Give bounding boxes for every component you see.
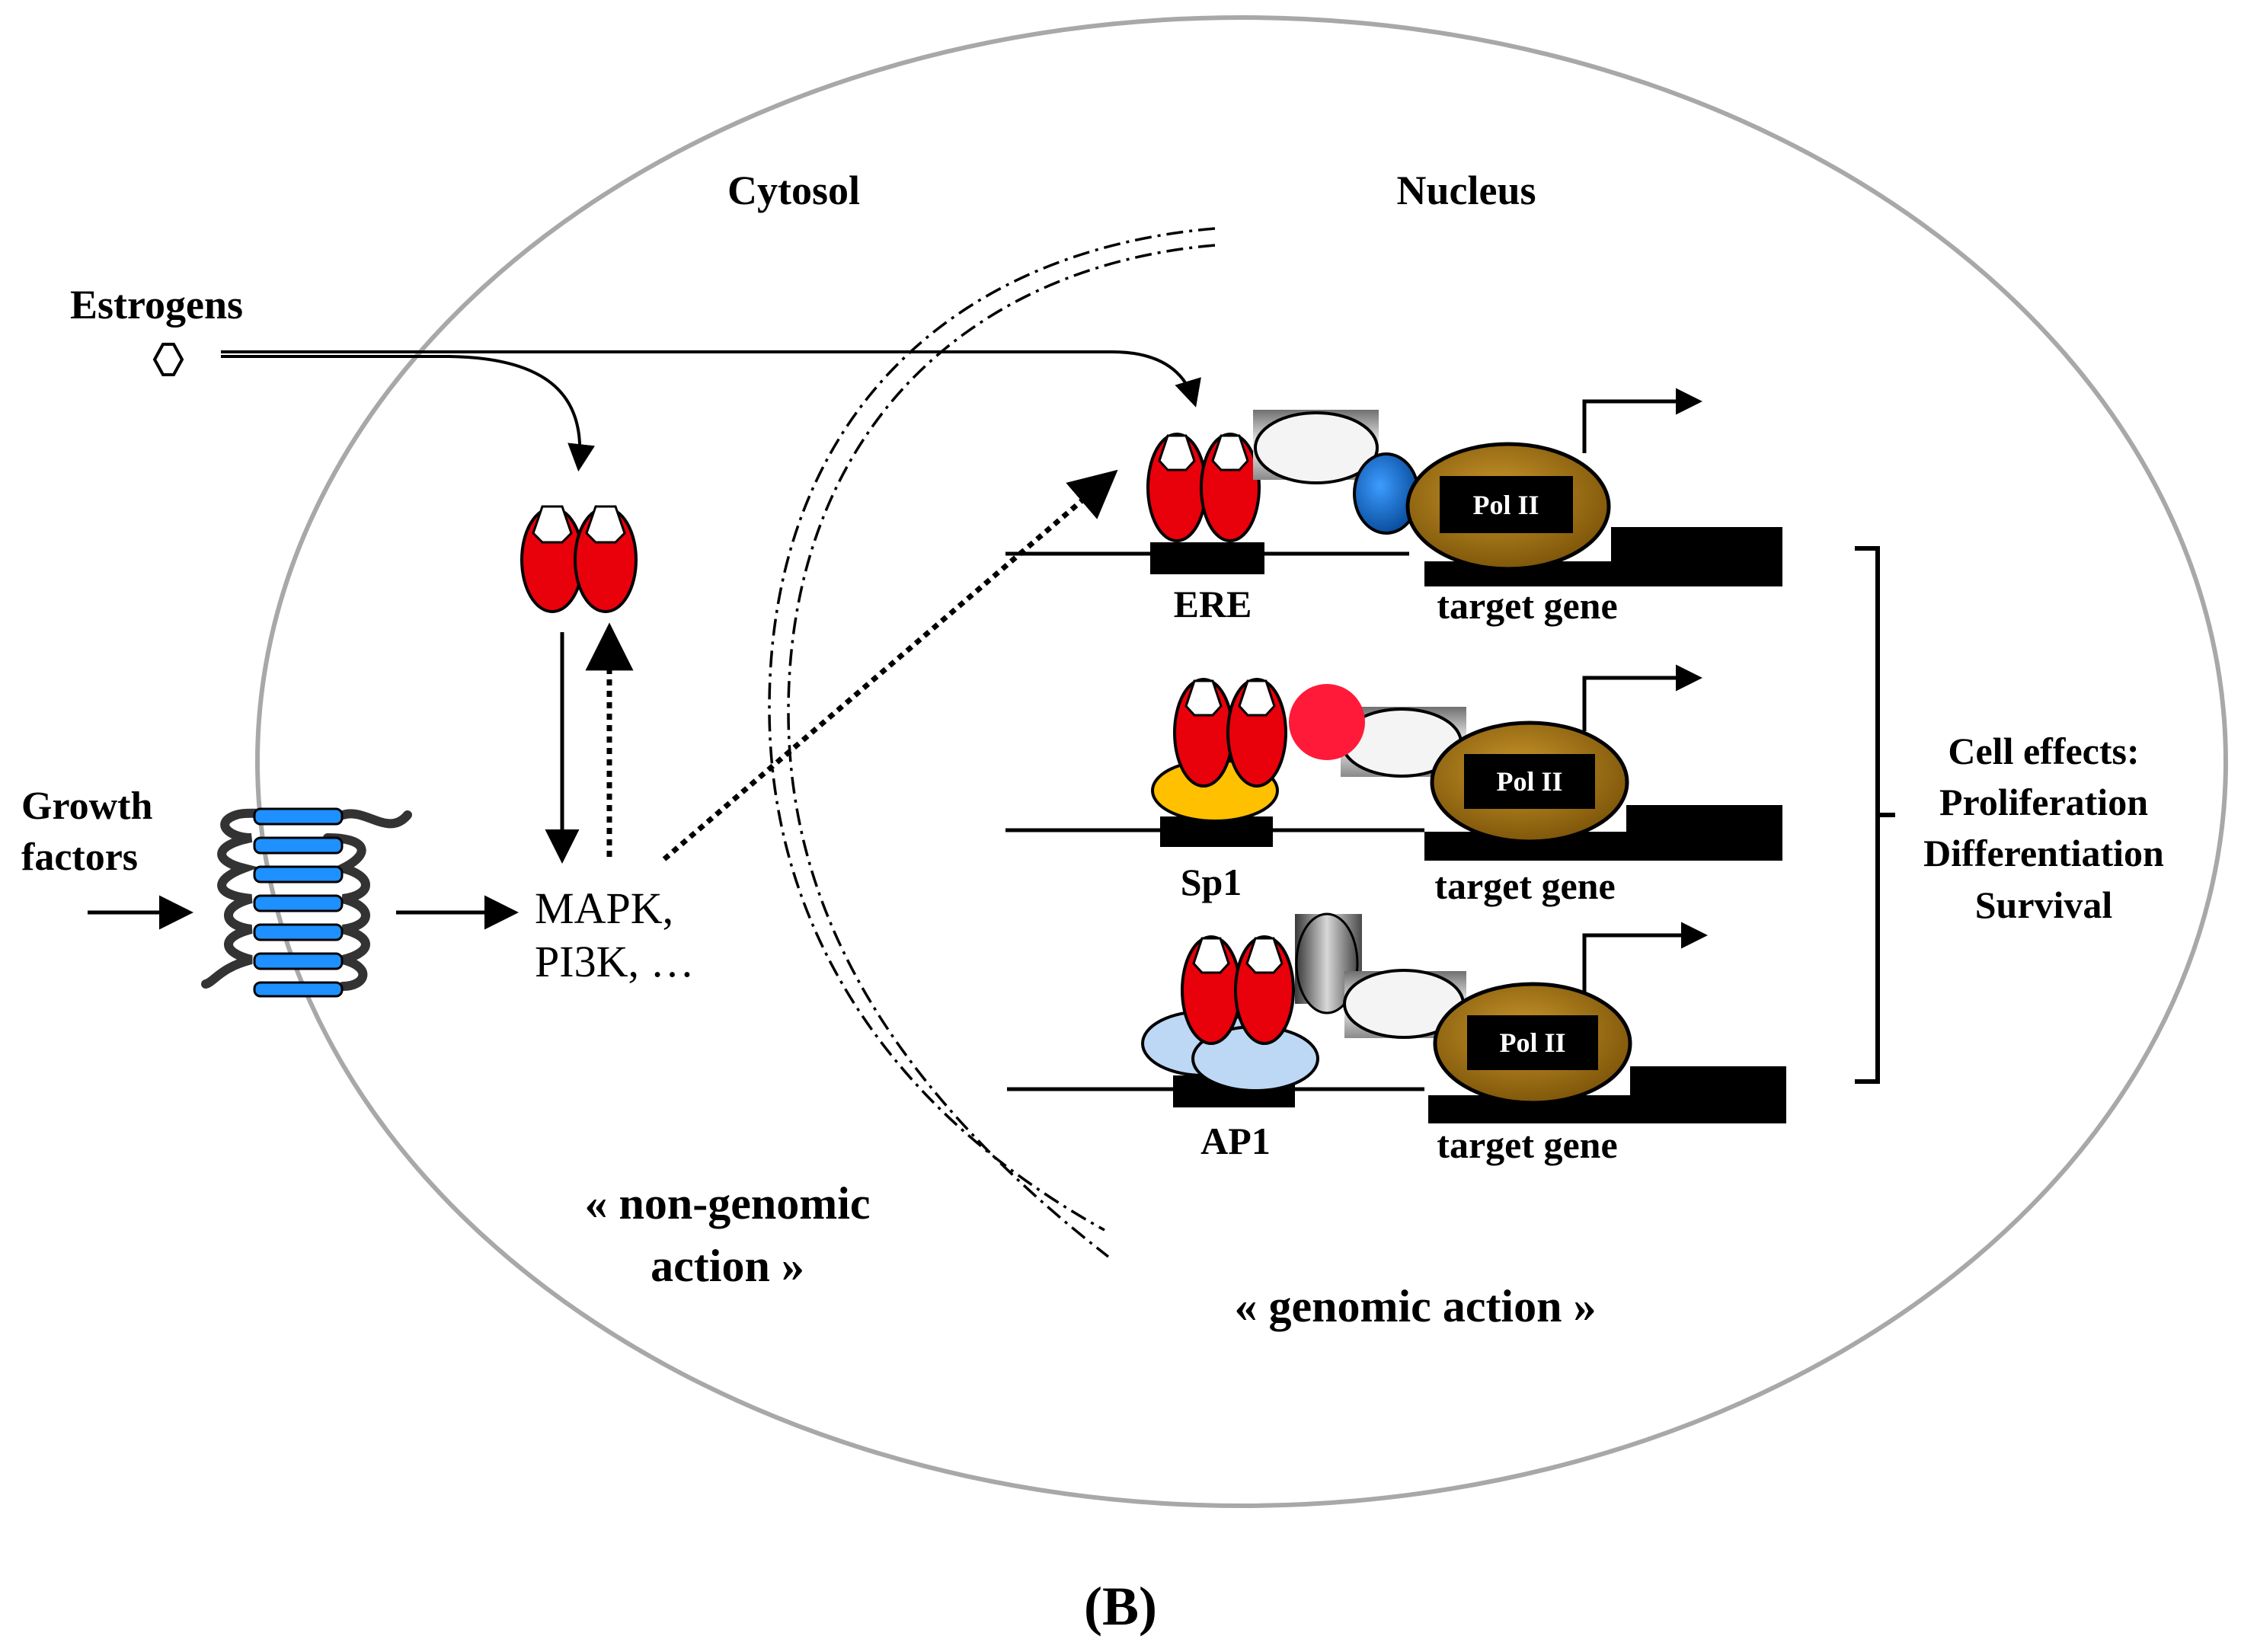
cytosolic-receptor-dimer (520, 505, 638, 613)
nuclear-envelope (768, 227, 1216, 1258)
growth-factors-label-line2: factors (21, 836, 138, 879)
sp1-red-coactivator (1289, 684, 1365, 760)
ap1-target-gene-label: target gene (1437, 1123, 1617, 1166)
estrogen-molecule-icon (152, 343, 184, 376)
ere-target-gene-label: target gene (1437, 584, 1617, 627)
non-genomic-action-label-line2: action » (651, 1241, 804, 1291)
ere-dna-element (1150, 542, 1264, 574)
cytosol-label: Cytosol (727, 168, 860, 213)
cell-effect-survival: Survival (1975, 884, 2113, 926)
ere-pol-ii-label: Pol II (1472, 490, 1539, 520)
estrogen-to-nucleus-arrow (221, 350, 1201, 407)
estrogens-label: Estrogens (70, 282, 243, 328)
cell-effect-differentiation: Differentiation (1923, 832, 2164, 874)
cell-effects-title: Cell effects: (1948, 730, 2139, 772)
growth-factors-label-line1: Growth (21, 784, 152, 828)
sp1-label: Sp1 (1181, 861, 1242, 903)
panel-label: (B) (1084, 1576, 1157, 1637)
sp1-target-gene-label: target gene (1434, 864, 1615, 907)
non-genomic-action-label-line1: « non-genomic (585, 1178, 871, 1229)
ap1-pol-ii-label: Pol II (1499, 1027, 1565, 1058)
kinases-label-line2: PI3K, … (535, 937, 694, 986)
membrane-receptor-icon (201, 807, 412, 998)
ap1-label: AP1 (1200, 1120, 1271, 1162)
ap1-row: Pol II AP1 target gene (1007, 912, 1786, 1166)
kinases-label-line1: MAPK, (535, 884, 673, 933)
cell-membrane (255, 15, 2228, 1508)
ere-row: Pol II ERE target gene (1005, 388, 1782, 627)
kinase-to-nucleus-dotted-arrow (662, 469, 1118, 861)
cell-effect-proliferation: Proliferation (1939, 781, 2148, 823)
estrogen-to-cytosolic-receptor-arrow (221, 355, 595, 472)
cell-effects-bracket (1855, 546, 1895, 1084)
nucleus-label: Nucleus (1396, 168, 1536, 213)
genomic-action-label: « genomic action » (1235, 1281, 1597, 1331)
ere-label: ERE (1174, 583, 1252, 625)
sp1-pol-ii-label: Pol II (1496, 766, 1562, 797)
sp1-row: Pol II Sp1 target gene (1005, 664, 1782, 907)
